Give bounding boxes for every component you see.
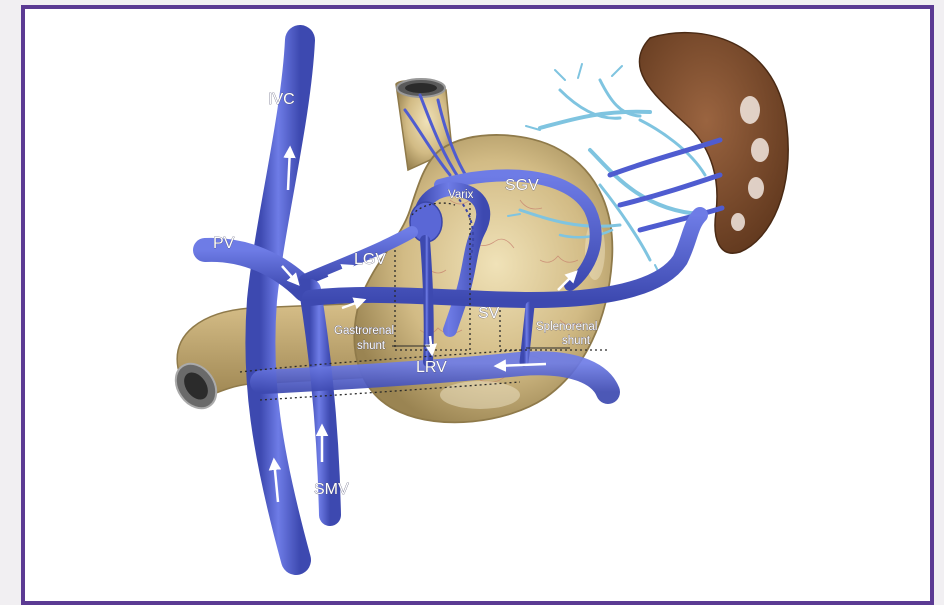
gastrorenal-shunt-vein <box>425 240 429 362</box>
label-lgv: LGV <box>354 251 386 268</box>
portal-venous-diagram: IVC PV LGV Varix SGV SV Gastrorenal shun… <box>0 0 944 589</box>
label-splenorenal-1: Splenorenal <box>536 321 597 333</box>
ivc-vein <box>260 40 300 560</box>
label-gastrorenal-1: Gastrorenal <box>334 325 394 337</box>
label-lrv: LRV <box>416 359 447 376</box>
label-gastrorenal-2: shunt <box>357 340 386 352</box>
label-ivc: IVC <box>268 91 295 108</box>
label-pv: PV <box>213 235 235 252</box>
label-varix: Varix <box>448 189 474 201</box>
label-smv: SMV <box>314 481 349 498</box>
label-splenorenal-2: shunt <box>562 335 591 347</box>
label-sv: SV <box>478 305 500 322</box>
label-sgv: SGV <box>505 177 539 194</box>
splenorenal-shunt-vein <box>524 306 530 362</box>
